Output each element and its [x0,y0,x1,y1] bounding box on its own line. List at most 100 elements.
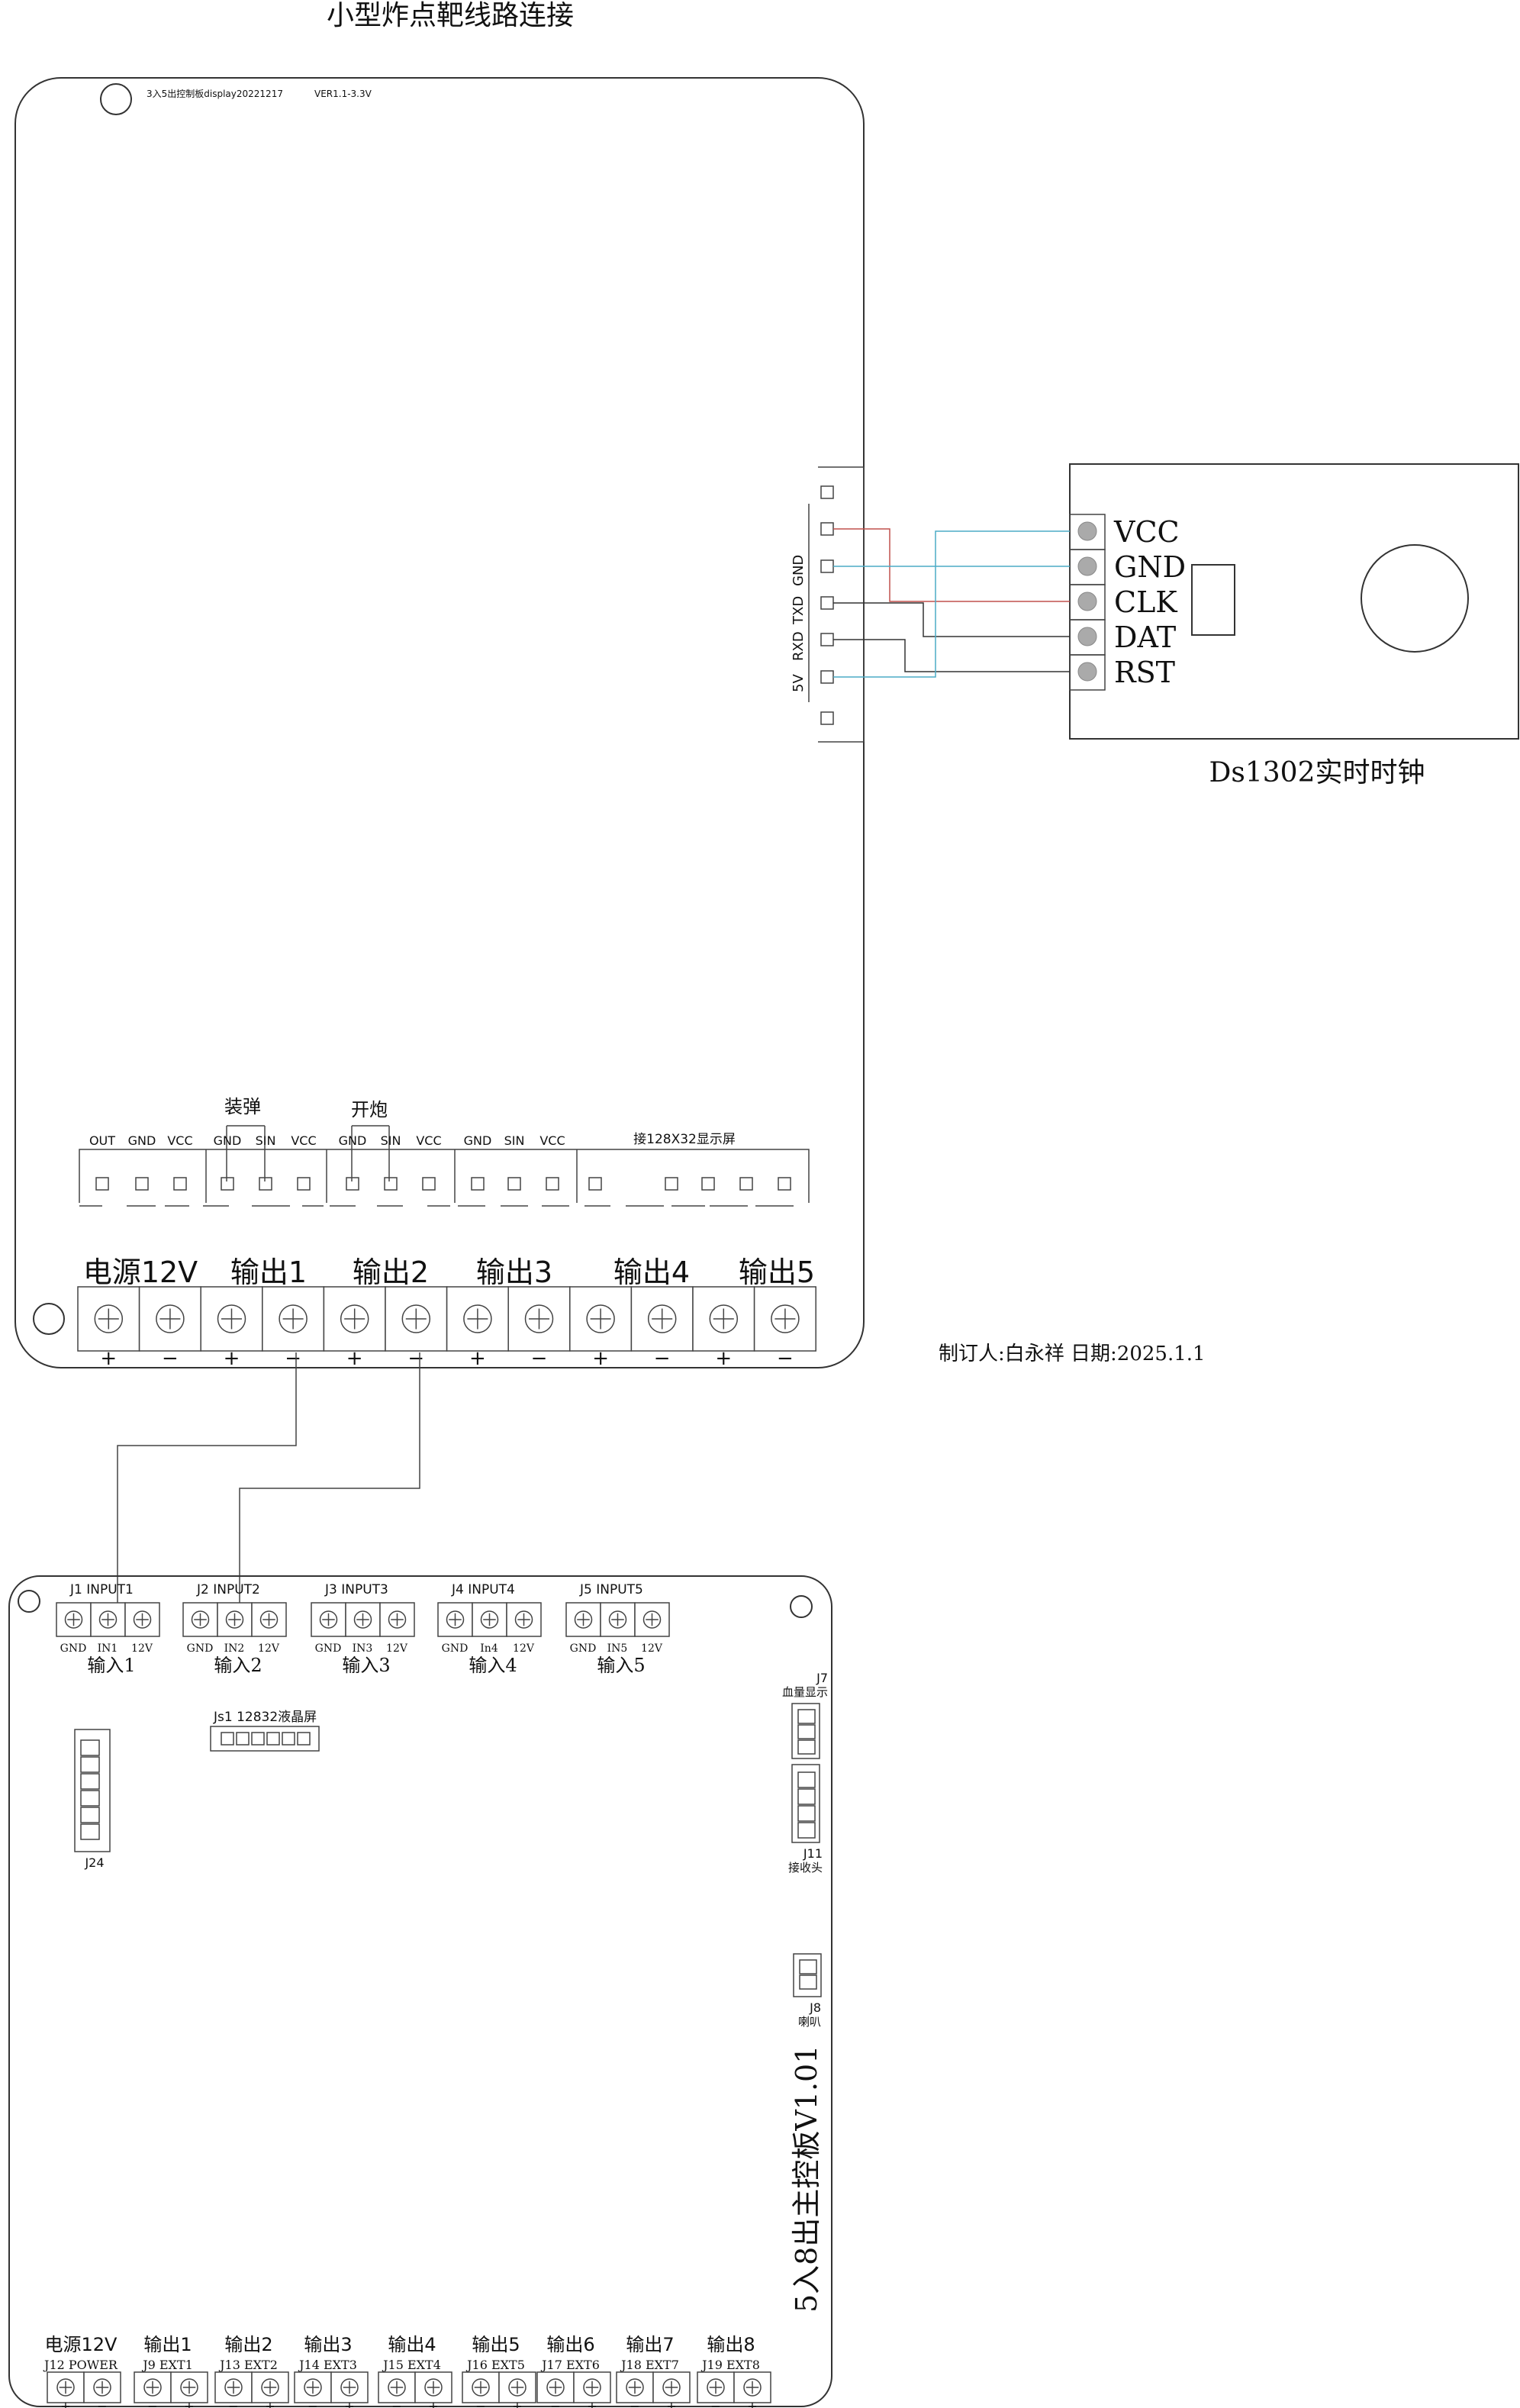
input-id-label: J4 INPUT4 [451,1582,515,1597]
header-pin [507,1177,521,1191]
top-control-board: 3入5出控制板display20221217 VER1.1-3.3V 5V RX… [14,77,865,1370]
output-polarity-mark: + [747,2399,757,2408]
ds1302-pin-dot [1077,556,1097,576]
output-name: 输出1 [143,2334,192,2355]
uart-label-txd: TXD [791,596,807,625]
top-polarity-mark: + [346,1347,363,1370]
header-pin [221,1177,234,1191]
top-terminal-title: 输出5 [739,1256,815,1289]
input-name: 输入3 [342,1655,390,1676]
j7-pin [797,1724,816,1739]
output-id-label: J14 EXT3 [298,2358,357,2372]
top-screw-terminal [200,1286,263,1352]
output-polarity-mark: + [265,2399,275,2408]
input-screw-terminal [311,1602,346,1637]
output-screw-terminal [652,2371,691,2403]
j8-label: J8 [809,2000,821,2015]
top-terminal-title: 电源12V [83,1256,198,1289]
input-pin-label: IN2 [224,1642,245,1655]
header-pin-label: SIN [381,1133,401,1148]
display-pin [701,1177,715,1191]
output-polarity-mark: − [147,2399,157,2408]
ds1302-pin-box [1069,654,1106,691]
ds1302-pin-label: VCC [1113,515,1180,549]
header-pin-label: GND [464,1133,492,1148]
top-screw-terminal [753,1286,816,1352]
j11-pin [797,1805,816,1822]
header-pin [259,1177,272,1191]
ds1302-pin-label: RST [1114,656,1175,689]
output-screw-terminal [47,2371,85,2403]
input-screw-terminal [182,1602,218,1637]
j11-pin [797,1822,816,1839]
input-name: 输入1 [87,1655,135,1676]
header-pin-label: GND [214,1133,242,1148]
top-polarity-mark: + [715,1347,732,1370]
input-screw-terminal [472,1602,507,1637]
input-screw-terminal [251,1602,287,1637]
j24-pin [80,1823,100,1840]
input-screw-terminal [56,1602,92,1637]
uart-wire [833,530,1070,678]
uart-label-gnd: GND [791,555,807,586]
output-screw-terminal [214,2371,253,2403]
label-zhuangdan: 装弹 [224,1096,261,1117]
input-screw-terminal [437,1602,473,1637]
output-polarity-mark: − [550,2399,560,2408]
output-screw-terminal [134,2371,172,2403]
top-board-outline [14,77,865,1368]
output-screw-terminal [462,2371,500,2403]
j24-connector [74,1729,111,1852]
top-terminal-title: 输出3 [476,1256,552,1289]
output-polarity-mark: + [587,2399,597,2408]
lcd-pin [251,1732,265,1746]
output-screw-terminal [378,2371,416,2403]
j7-connector [791,1703,820,1759]
uart-pin [820,711,834,725]
mount-hole-bl [18,1590,40,1613]
diagram-title: 小型炸点靶线路连接 [327,0,574,31]
input-pin-label: GND [315,1642,342,1655]
uart-label-rxd: RXD [791,631,807,661]
ds1302-pin-dot [1077,521,1097,541]
board-version-label: 3入5出控制板display20221217 [147,89,283,99]
top-polarity-mark: + [100,1347,117,1370]
uart-pin [820,596,834,610]
ds1302-pin-dot [1077,662,1097,682]
header-pin-label: VCC [167,1133,192,1148]
top-polarity-mark: − [285,1347,301,1370]
j8-sub: 喇叭 [798,2015,821,2029]
top-polarity-mark: + [224,1347,240,1370]
j7-pin [797,1709,816,1724]
output-id-label: J16 EXT5 [465,2358,525,2372]
top-screw-terminal [446,1286,509,1352]
output-screw-terminal [697,2371,735,2403]
input-screw-terminal [124,1602,160,1637]
header-pin-label: VCC [539,1133,565,1148]
header-pin [135,1177,149,1191]
top-polarity-mark: − [531,1347,548,1370]
output-polarity-mark: + [666,2399,676,2408]
header-pin [546,1177,559,1191]
input-pin-label: 12V [513,1642,535,1655]
uart-wire [833,639,1070,672]
header-pin [422,1177,436,1191]
bottom-board-outline [8,1575,832,2407]
input-screw-terminal [345,1602,381,1637]
j7-pin [797,1739,816,1755]
top-polarity-mark: − [777,1347,794,1370]
lcd-connector-label: Js1 12832液晶屏 [213,1710,317,1725]
output-polarity-mark: − [391,2399,401,2408]
output-polarity-mark: + [428,2399,438,2408]
